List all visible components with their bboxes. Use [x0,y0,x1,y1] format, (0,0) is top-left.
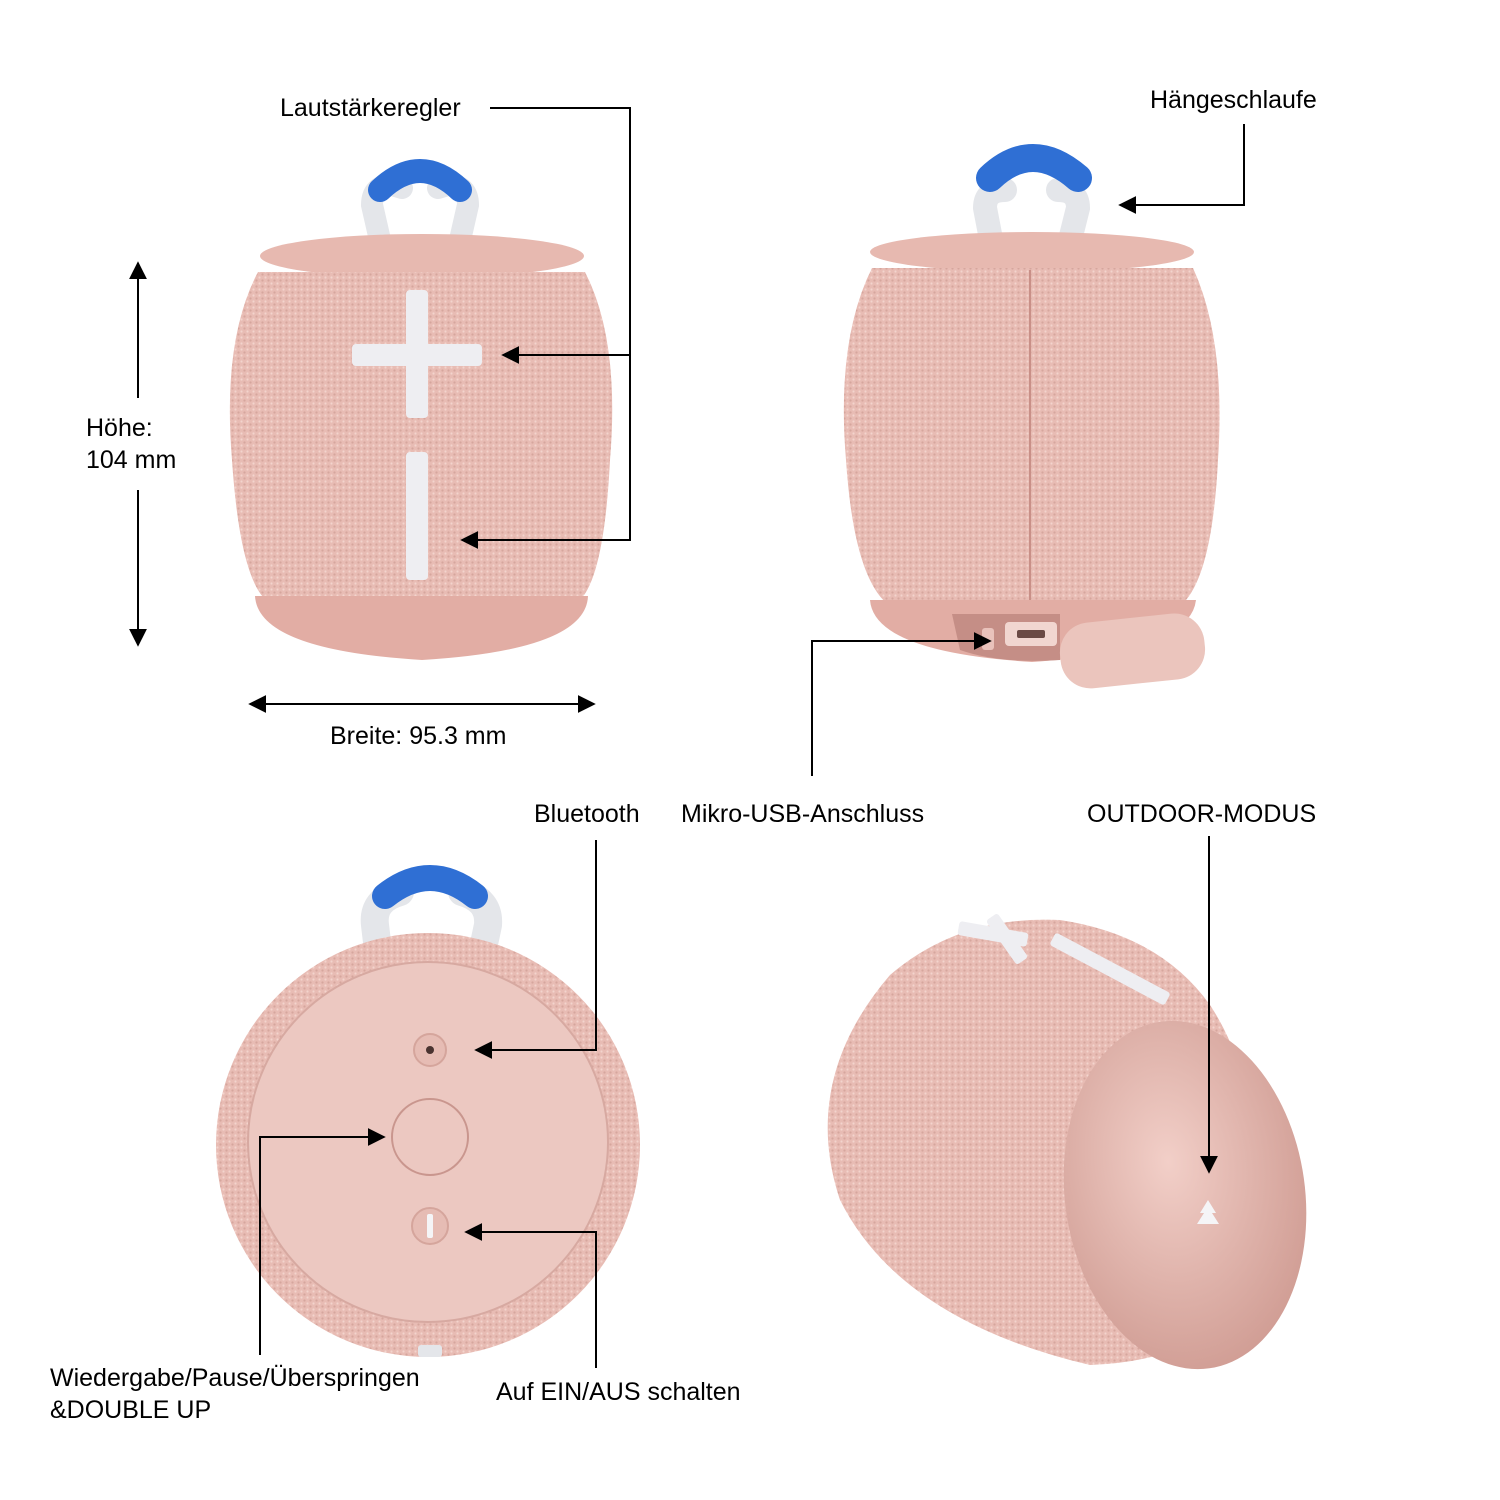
height-label-title: Höhe: [86,414,153,442]
minus-button-icon [406,452,428,580]
speaker-bottom-view [216,865,640,1357]
power-button-icon [427,1214,433,1238]
play-pause-button-icon [391,1098,469,1176]
play-pause-skip-label: Wiedergabe/Pause/Überspringen &DOUBLE UP [50,1362,420,1426]
volume-control-label: Lautstärkeregler [280,94,461,122]
callout-lines [259,107,1245,1368]
play-pause-skip-line-1: Wiedergabe/Pause/Überspringen [50,1364,420,1392]
height-label-value: 104 mm [86,446,177,474]
power-toggle-label: Auf EIN/AUS schalten [496,1378,741,1406]
bluetooth-button-icon [426,1046,434,1054]
width-label: Breite: 95.3 mm [330,722,507,750]
height-label: Höhe: 104 mm [86,412,176,476]
outdoor-mode-tree-icon [1197,1200,1219,1224]
bluetooth-label: Bluetooth [534,800,640,828]
speaker-front-view [229,159,613,660]
speaker-tilted-view [827,914,1307,1370]
hanging-loop-label: Hängeschlaufe [1150,86,1317,114]
play-pause-skip-line-2: &DOUBLE UP [50,1396,212,1424]
micro-usb-label: Mikro-USB-Anschluss [681,800,925,828]
outdoor-mode-label: OUTDOOR-MODUS [1087,800,1317,828]
speaker-side-view [843,144,1220,689]
ultimate-ears-logo-icon [976,144,1092,192]
dimension-arrows [129,261,596,713]
